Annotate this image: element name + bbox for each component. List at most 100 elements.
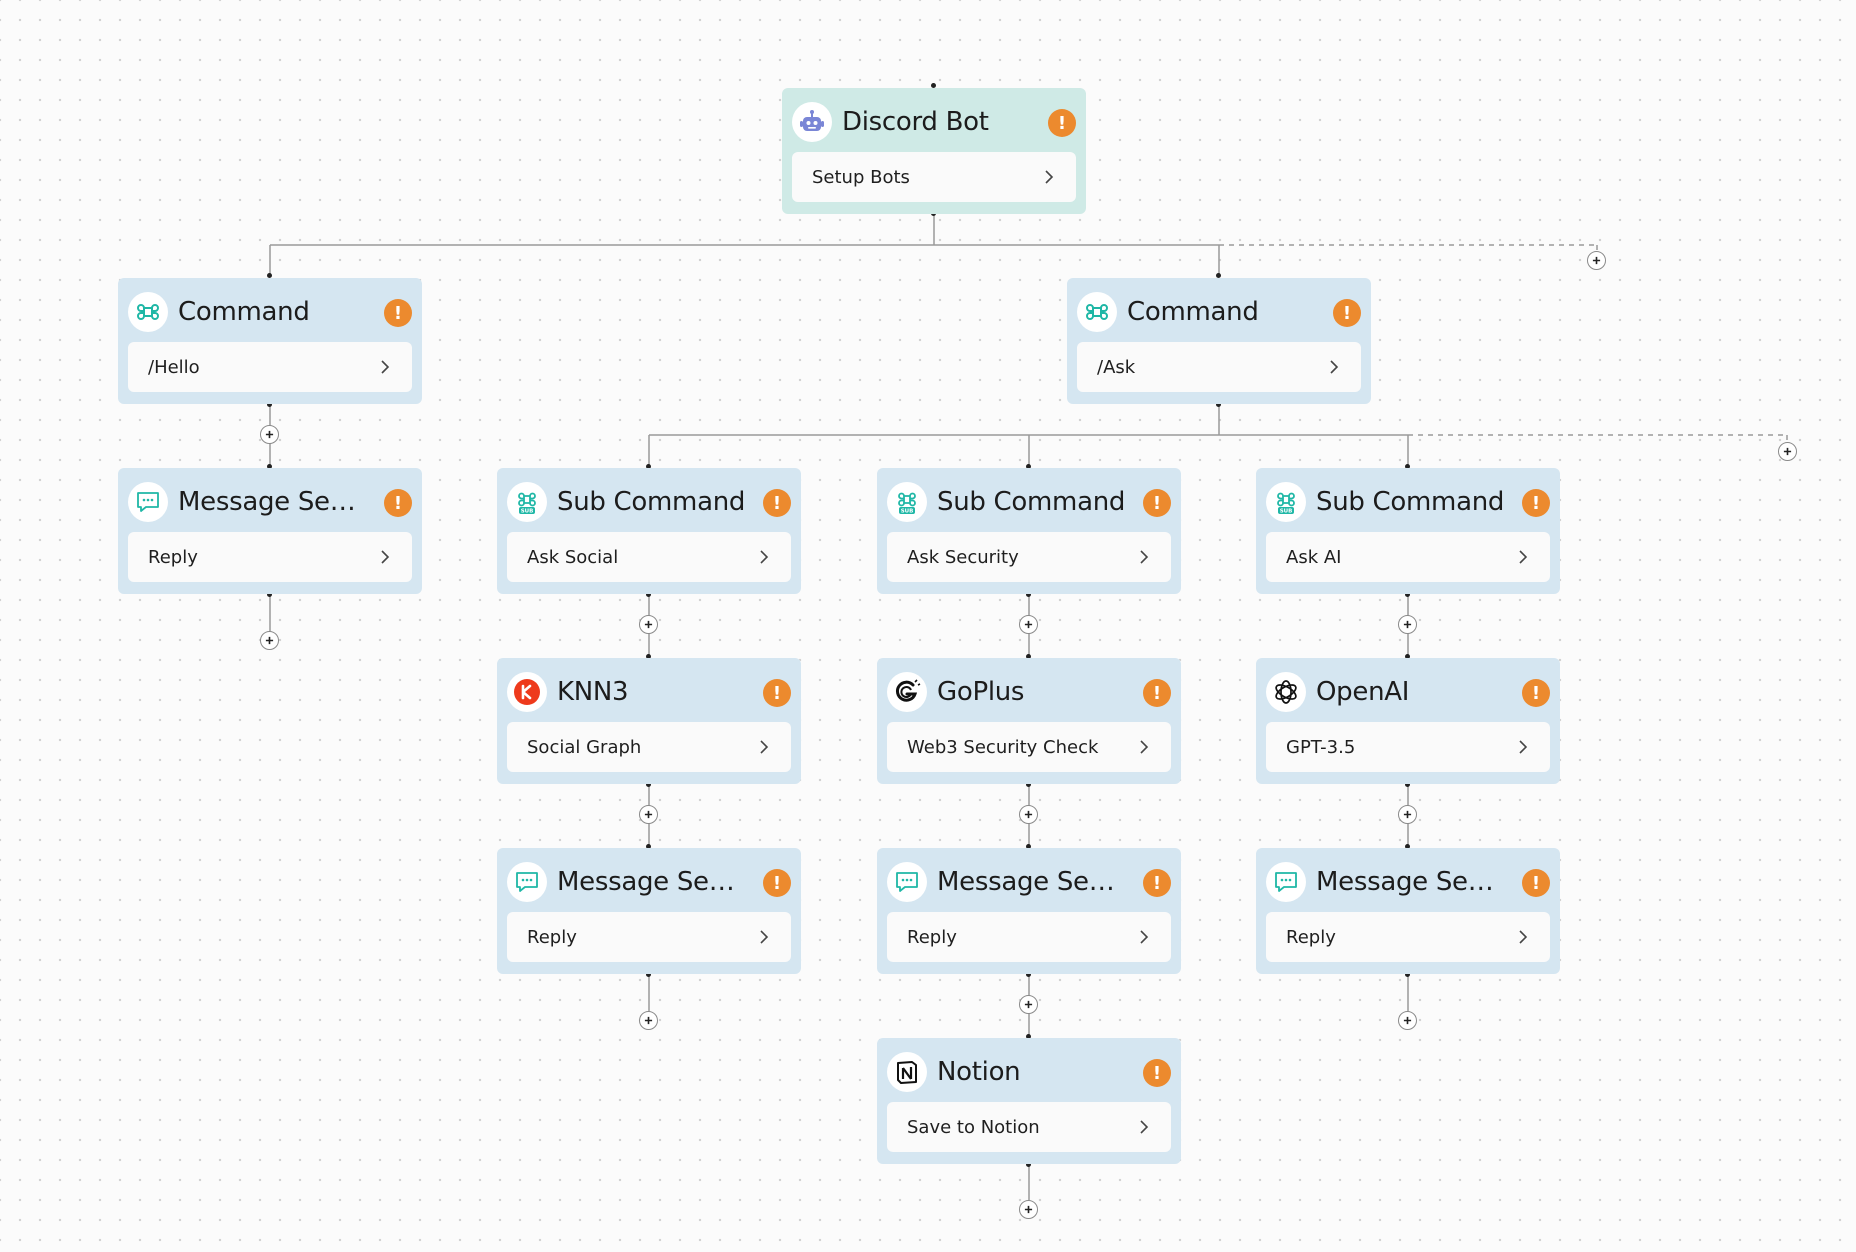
node-action-button[interactable]: Reply — [507, 912, 791, 962]
node-message-sender[interactable]: Message Sen... ! Reply — [877, 848, 1181, 974]
node-action-button[interactable]: Reply — [1266, 912, 1550, 962]
warning-icon[interactable]: ! — [763, 489, 791, 517]
plus-icon — [1403, 810, 1412, 819]
node-action-button[interactable]: /Ask — [1077, 342, 1361, 392]
node-message-sender[interactable]: Message Sen... ! Reply — [1256, 848, 1560, 974]
node-discord-bot[interactable]: Discord Bot ! Setup Bots — [782, 88, 1086, 214]
node-title: Command — [1127, 297, 1259, 327]
node-title: GoPlus — [937, 677, 1025, 707]
connector-dot — [1405, 782, 1410, 787]
chevron-right-icon — [1519, 930, 1528, 944]
chevron-right-icon — [1140, 1120, 1149, 1134]
warning-icon[interactable]: ! — [763, 679, 791, 707]
node-command-ask[interactable]: Command ! /Ask — [1067, 278, 1371, 404]
node-title: Message Sen... — [1316, 867, 1506, 897]
add-node-button[interactable] — [1019, 615, 1038, 634]
node-action-button[interactable]: Social Graph — [507, 722, 791, 772]
chevron-right-icon — [760, 740, 769, 754]
node-goplus[interactable]: GoPlus ! Web3 Security Check — [877, 658, 1181, 784]
node-action-button[interactable]: Ask Social — [507, 532, 791, 582]
plus-icon — [1024, 1000, 1033, 1009]
connector-dot — [267, 402, 272, 407]
knn3-icon — [507, 672, 547, 712]
connector-dot — [1026, 782, 1031, 787]
node-sub-command-security[interactable]: SUB Sub Command ! Ask Security — [877, 468, 1181, 594]
node-action-label: Reply — [907, 926, 957, 948]
node-message-sender[interactable]: Message Sen... ! Reply — [497, 848, 801, 974]
add-node-button[interactable] — [639, 805, 658, 824]
node-title: KNN3 — [557, 677, 629, 707]
connector-dot — [646, 464, 651, 469]
warning-icon[interactable]: ! — [1143, 1059, 1171, 1087]
add-node-button[interactable] — [1019, 1200, 1038, 1219]
plus-icon — [644, 620, 653, 629]
add-node-button[interactable] — [260, 631, 279, 650]
connector-dot — [1405, 844, 1410, 849]
warning-icon[interactable]: ! — [384, 299, 412, 327]
node-sub-command-social[interactable]: SUB Sub Command ! Ask Social — [497, 468, 801, 594]
node-action-label: Web3 Security Check — [907, 736, 1099, 758]
node-action-button[interactable]: Reply — [887, 912, 1171, 962]
warning-icon[interactable]: ! — [1522, 869, 1550, 897]
node-action-button[interactable]: Web3 Security Check — [887, 722, 1171, 772]
node-action-label: Reply — [148, 546, 198, 568]
warning-icon[interactable]: ! — [1522, 679, 1550, 707]
add-node-button[interactable] — [1778, 442, 1797, 461]
node-action-label: Ask Social — [527, 546, 619, 568]
node-action-label: /Ask — [1097, 356, 1136, 378]
node-notion[interactable]: Notion ! Save to Notion — [877, 1038, 1181, 1164]
warning-icon[interactable]: ! — [1143, 489, 1171, 517]
node-action-label: Reply — [1286, 926, 1336, 948]
connector-dot — [646, 972, 651, 977]
chevron-right-icon — [1519, 740, 1528, 754]
add-node-button[interactable] — [639, 1011, 658, 1030]
node-action-button[interactable]: Setup Bots — [792, 152, 1076, 202]
connector-dot — [1216, 273, 1221, 278]
node-action-label: Social Graph — [527, 736, 642, 758]
add-node-button[interactable] — [1019, 995, 1038, 1014]
warning-icon[interactable]: ! — [1143, 869, 1171, 897]
add-node-button[interactable] — [1587, 251, 1606, 270]
message-icon — [887, 862, 927, 902]
add-node-button[interactable] — [639, 615, 658, 634]
warning-icon[interactable]: ! — [384, 489, 412, 517]
connector-dot — [1026, 972, 1031, 977]
plus-icon — [644, 1016, 653, 1025]
add-node-button[interactable] — [1398, 615, 1417, 634]
node-knn3[interactable]: KNN3 ! Social Graph — [497, 658, 801, 784]
connector-dot — [646, 654, 651, 659]
warning-icon[interactable]: ! — [763, 869, 791, 897]
plus-icon — [265, 430, 274, 439]
node-action-button[interactable]: Ask Security — [887, 532, 1171, 582]
node-action-button[interactable]: /Hello — [128, 342, 412, 392]
connector-dot — [267, 273, 272, 278]
add-node-button[interactable] — [260, 425, 279, 444]
message-icon — [1266, 862, 1306, 902]
warning-icon[interactable]: ! — [1048, 109, 1076, 137]
connector-dot — [267, 592, 272, 597]
warning-icon[interactable]: ! — [1143, 679, 1171, 707]
connector-dot — [1405, 972, 1410, 977]
node-title: Sub Command — [1316, 487, 1505, 517]
svg-text:SUB: SUB — [901, 509, 914, 515]
node-action-button[interactable]: Save to Notion — [887, 1102, 1171, 1152]
add-node-button[interactable] — [1019, 805, 1038, 824]
warning-icon[interactable]: ! — [1522, 489, 1550, 517]
connector-dot — [1026, 844, 1031, 849]
add-node-button[interactable] — [1398, 805, 1417, 824]
goplus-icon — [887, 672, 927, 712]
node-sub-command-ai[interactable]: SUB Sub Command ! Ask AI — [1256, 468, 1560, 594]
node-openai[interactable]: OpenAI ! GPT-3.5 — [1256, 658, 1560, 784]
node-action-button[interactable]: Reply — [128, 532, 412, 582]
node-command-hello[interactable]: Command ! /Hello — [118, 278, 422, 404]
plus-icon — [1024, 620, 1033, 629]
plus-icon — [1403, 620, 1412, 629]
node-action-button[interactable]: Ask AI — [1266, 532, 1550, 582]
node-action-button[interactable]: GPT-3.5 — [1266, 722, 1550, 772]
chevron-right-icon — [1519, 550, 1528, 564]
node-action-label: Ask AI — [1286, 546, 1342, 568]
plus-icon — [1592, 256, 1601, 265]
node-message-sender[interactable]: Message Sen... ! Reply — [118, 468, 422, 594]
add-node-button[interactable] — [1398, 1011, 1417, 1030]
warning-icon[interactable]: ! — [1333, 299, 1361, 327]
